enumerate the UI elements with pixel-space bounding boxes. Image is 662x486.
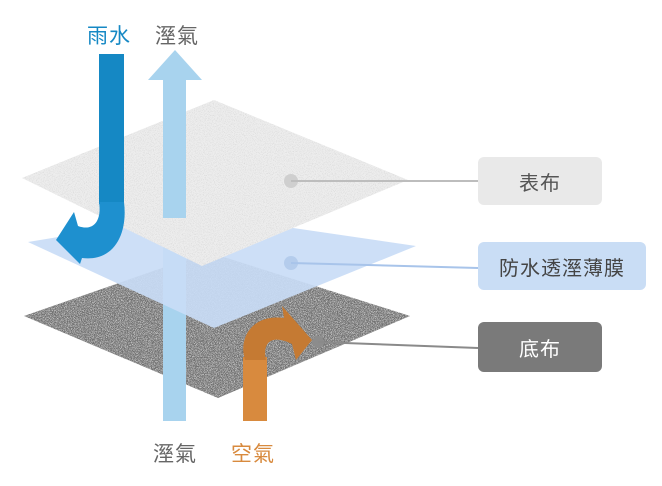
lining-callout: 底布 — [478, 322, 602, 372]
rain-label: 雨水 — [87, 24, 131, 48]
bottom-vapor-label: 溼氣 — [153, 442, 197, 466]
top-vapor-label: 溼氣 — [155, 24, 199, 48]
membrane-layer — [28, 214, 416, 328]
outer-fabric-callout: 表布 — [478, 157, 602, 205]
callout-leaders — [284, 174, 479, 349]
vapor-arrow-icon — [148, 50, 202, 218]
rain-arrow-icon — [56, 54, 125, 264]
air-arrow-icon — [243, 306, 312, 421]
membrane-callout: 防水透溼薄膜 — [478, 242, 646, 290]
air-label: 空氣 — [231, 442, 275, 466]
